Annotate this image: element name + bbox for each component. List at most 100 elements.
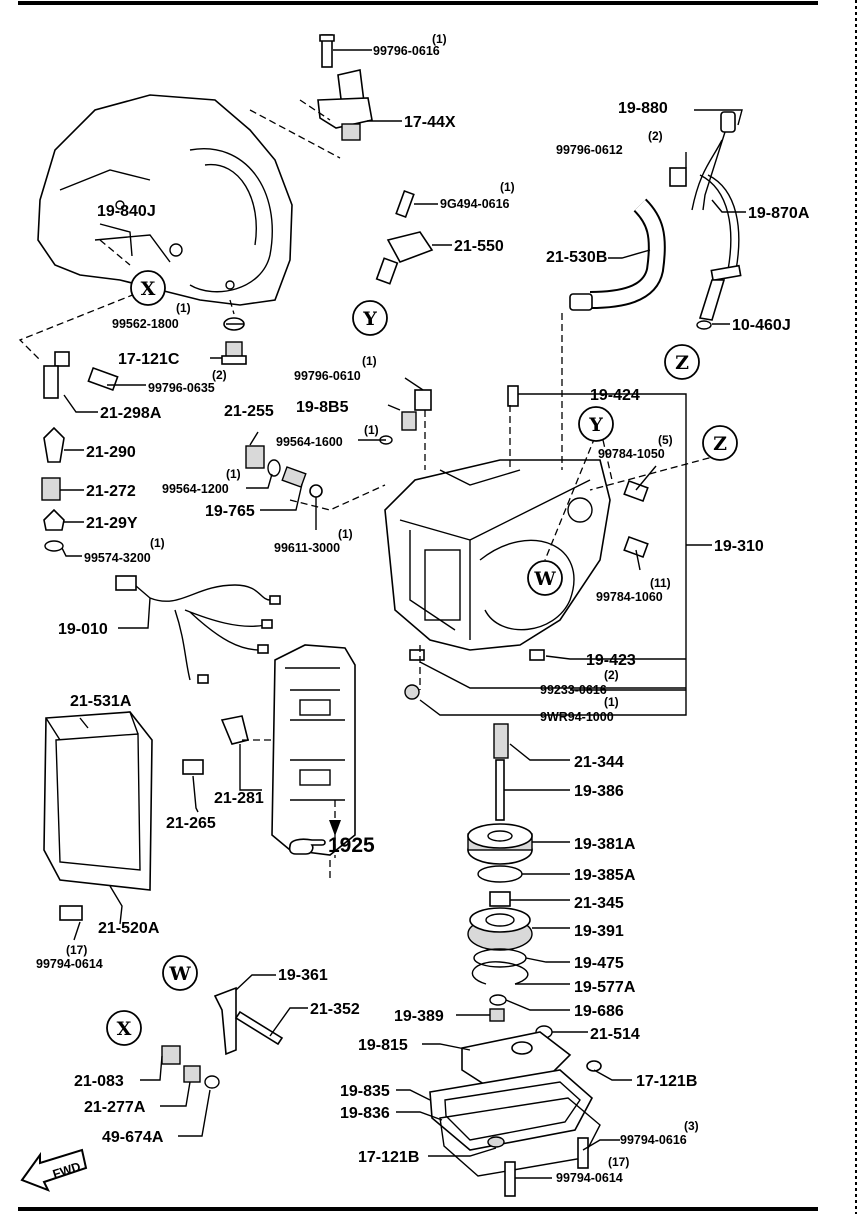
label-9wr94-1000: 9WR94-1000 xyxy=(540,710,614,724)
label-21-083: 21-083 xyxy=(74,1073,124,1090)
callout-z-top: Z xyxy=(664,344,700,380)
piston-19-381A xyxy=(467,823,533,865)
label-19-880: 19-880 xyxy=(618,100,668,117)
svg-text:Z: Z xyxy=(713,433,727,455)
nut-19-389 xyxy=(489,1008,505,1022)
ball-99611-3000 xyxy=(309,484,323,498)
svg-text:X: X xyxy=(141,278,156,300)
label-17-121b-left: 17-121B xyxy=(358,1149,419,1166)
bolts-19-310 xyxy=(623,479,649,559)
spring-21-344 xyxy=(493,723,509,759)
label-21-277a: 21-277A xyxy=(84,1099,146,1116)
label-10-460j: 10-460J xyxy=(732,317,791,334)
qty-9wr94-1000: (1) xyxy=(604,695,619,709)
label-19-840j: 19-840J xyxy=(97,203,156,220)
label-9g494-0616: 9G494-0616 xyxy=(440,197,510,211)
label-99784-1060: 99784-1060 xyxy=(596,590,663,604)
converter-housing xyxy=(37,94,293,306)
cover-19-391 xyxy=(467,907,533,951)
label-99794-0616: 99794-0616 xyxy=(620,1133,687,1147)
qty-99574-3200: (1) xyxy=(150,536,165,550)
wiring-harness xyxy=(115,575,281,684)
callout-x-top: X xyxy=(130,270,166,306)
label-19-577a: 19-577A xyxy=(574,979,636,996)
dipstick-assembly xyxy=(669,111,742,330)
oil-pan-19-835 xyxy=(429,1069,594,1151)
label-21-298a: 21-298A xyxy=(100,405,162,422)
oring-49-674A xyxy=(204,1075,220,1089)
label-21-281: 21-281 xyxy=(214,790,264,807)
label-99564-1600: 99564-1600 xyxy=(276,435,343,449)
label-99574-3200: 99574-3200 xyxy=(84,551,151,565)
label-19-361: 19-361 xyxy=(278,967,328,984)
qty-99796-0635: (2) xyxy=(212,368,227,382)
callout-x-bottom: X xyxy=(106,1010,142,1046)
label-99794-0614-right: 99794-0614 xyxy=(556,1171,623,1185)
transmission-case xyxy=(384,459,611,651)
qty-99233-0616: (2) xyxy=(604,668,619,682)
label-19-310: 19-310 xyxy=(714,538,764,555)
pointing-hand-icon xyxy=(288,838,326,855)
label-19-765: 19-765 xyxy=(205,503,255,520)
label-17-121b-right: 17-121B xyxy=(636,1073,697,1090)
dash-lines xyxy=(18,239,721,880)
label-21-514: 21-514 xyxy=(590,1026,640,1043)
oring-99564-1200 xyxy=(267,459,281,477)
svg-text:Y: Y xyxy=(362,308,377,330)
callout-y-left: Y xyxy=(352,300,388,336)
fitting-21-29Y xyxy=(43,508,65,531)
label-19-391: 19-391 xyxy=(574,923,624,940)
seal-21-083 xyxy=(161,1045,181,1065)
qty-99562-1800: (1) xyxy=(176,301,191,315)
rod-19-386 xyxy=(495,759,505,821)
label-19-386: 19-386 xyxy=(574,783,624,800)
label-21-344: 21-344 xyxy=(574,754,624,771)
label-99784-1050: 99784-1050 xyxy=(598,447,665,461)
qty-99564-1200: (1) xyxy=(226,467,241,481)
clip-99574-3200 xyxy=(44,540,64,552)
qty-99796-0616: (1) xyxy=(432,32,447,46)
svg-text:W: W xyxy=(533,568,556,590)
manual-lever-19-361 xyxy=(213,986,237,1056)
label-99796-0610: 99796-0610 xyxy=(294,369,361,383)
svg-text:W: W xyxy=(168,963,191,985)
svg-text:X: X xyxy=(117,1018,132,1040)
label-21-550: 21-550 xyxy=(454,238,504,255)
label-1925: 1925 xyxy=(328,834,375,857)
label-19-815: 19-815 xyxy=(358,1037,408,1054)
qty-99796-0612: (2) xyxy=(648,129,663,143)
plug-17-121B xyxy=(487,1060,602,1148)
label-21-290: 21-290 xyxy=(86,444,136,461)
label-99796-0635: 99796-0635 xyxy=(148,381,215,395)
bolt-99794-0616 xyxy=(577,1137,589,1169)
label-19-8b5: 19-8B5 xyxy=(296,399,349,416)
callout-z-case: Z xyxy=(702,425,738,461)
label-19-010: 19-010 xyxy=(58,621,108,638)
label-19-424: 19-424 xyxy=(590,387,640,404)
qty-99784-1060: (11) xyxy=(650,576,671,590)
label-19-686: 19-686 xyxy=(574,1003,624,1020)
label-17-121c: 17-121C xyxy=(118,351,180,368)
fwd-arrow-icon: FWD xyxy=(20,1148,88,1192)
bolt-99794-0614-right xyxy=(504,1161,516,1197)
label-99611-3000: 99611-3000 xyxy=(274,541,340,555)
label-19-381a: 19-381A xyxy=(574,836,636,853)
label-19-475: 19-475 xyxy=(574,955,624,972)
spring-21-277A xyxy=(183,1065,201,1083)
label-99796-0616: 99796-0616 xyxy=(373,44,440,58)
arrowhead-1925 xyxy=(329,820,341,836)
tcm-21-531A xyxy=(43,711,153,891)
label-99562-1800: 99562-1800 xyxy=(112,317,179,331)
qty-99796-0610: (1) xyxy=(362,354,377,368)
svg-text:Z: Z xyxy=(675,352,689,374)
label-19-423: 19-423 xyxy=(586,652,636,669)
control-valve-body xyxy=(271,644,356,856)
qty-9g494-0616: (1) xyxy=(500,180,515,194)
leader-lines xyxy=(60,49,746,1179)
oil-hose xyxy=(569,198,666,311)
label-19-389: 19-389 xyxy=(394,1008,444,1025)
label-19-836: 19-836 xyxy=(340,1105,390,1122)
pulse-generator-sensor xyxy=(375,189,434,285)
label-17-44x: 17-44X xyxy=(404,114,456,131)
